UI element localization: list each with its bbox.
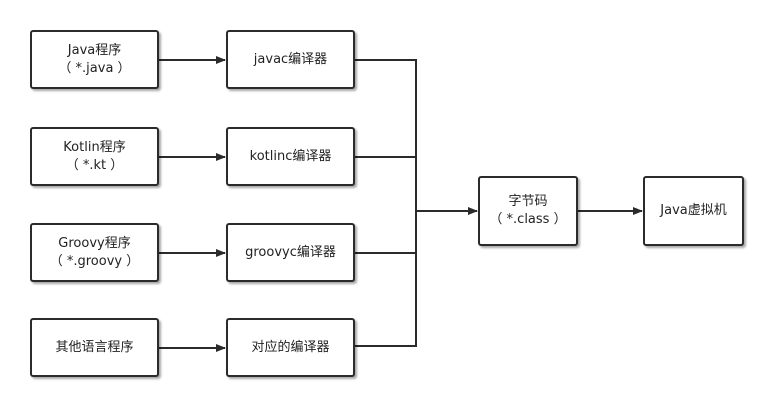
- other-source-name: 其他语言程序: [55, 339, 134, 355]
- other-source-node: 其他语言程序: [30, 318, 159, 377]
- other-compiler-node: 对应的编译器: [226, 318, 355, 377]
- kotlin-source-name: Kotlin程序: [63, 139, 126, 155]
- javac-compiler-node: javac编译器: [226, 30, 355, 89]
- kotlin-source-ext: （ *.kt ）: [65, 157, 124, 173]
- bytecode-node: 字节码 （ *.class ）: [478, 176, 578, 246]
- connector-javac-to-bus: [355, 59, 417, 211]
- java-source-ext: （ *.java ）: [58, 60, 131, 76]
- jvm-label: Java虚拟机: [660, 203, 727, 218]
- other-compiler-label: 对应的编译器: [251, 339, 330, 355]
- connector-other-to-bus: [355, 211, 417, 347]
- kotlin-source-node: Kotlin程序 （ *.kt ）: [30, 127, 159, 186]
- groovy-source-name: Groovy程序: [58, 235, 131, 251]
- groovy-source-ext: （ *.groovy ）: [49, 253, 140, 269]
- java-source-node: Java程序 （ *.java ）: [30, 30, 159, 89]
- kotlinc-compiler-label: kotlinc编译器: [249, 148, 332, 164]
- jvm-node: Java虚拟机: [643, 176, 744, 246]
- javac-compiler-label: javac编译器: [253, 51, 328, 67]
- groovyc-compiler-node: groovyc编译器: [226, 223, 355, 282]
- kotlinc-compiler-node: kotlinc编译器: [226, 127, 355, 186]
- bytecode-name: 字节码: [508, 194, 548, 209]
- java-source-name: Java程序: [67, 42, 122, 58]
- groovyc-compiler-label: groovyc编译器: [245, 244, 336, 260]
- groovy-source-node: Groovy程序 （ *.groovy ）: [30, 223, 159, 282]
- bytecode-ext: （ *.class ）: [489, 212, 567, 227]
